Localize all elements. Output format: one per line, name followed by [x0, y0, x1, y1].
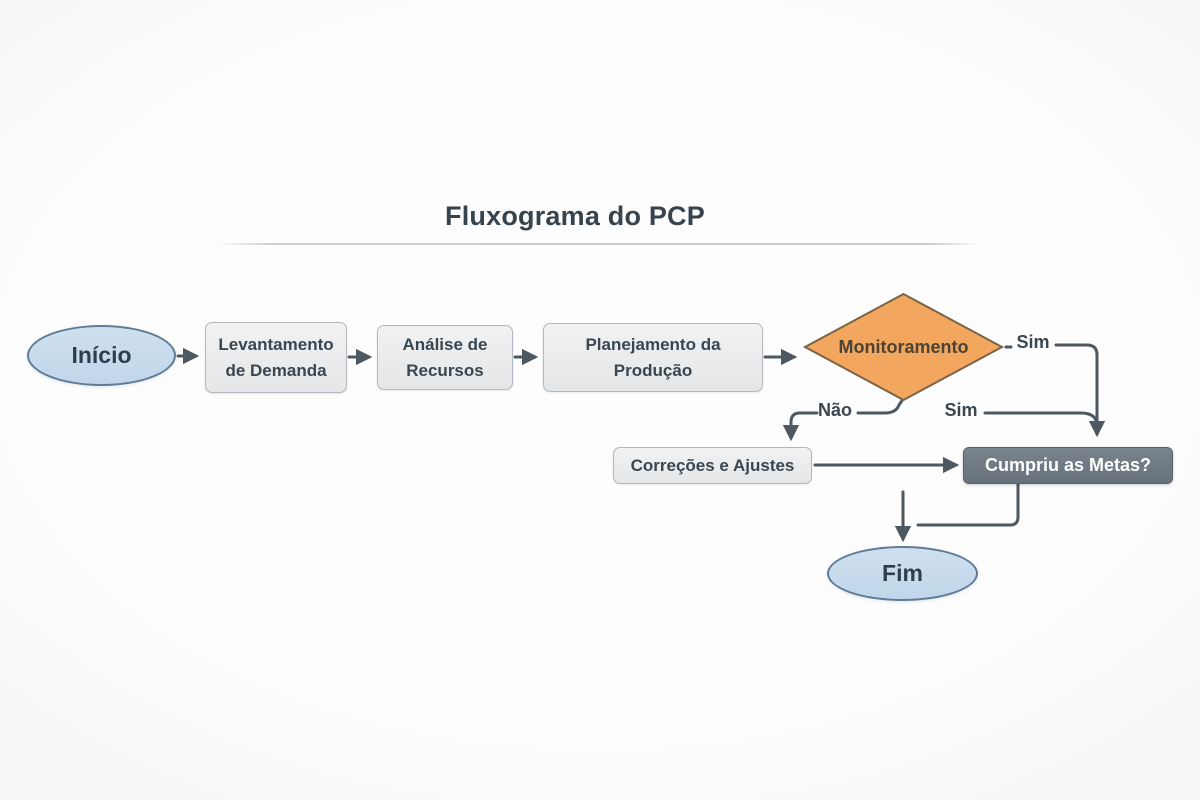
node-levantamento-demanda-label: Levantamento de Demanda: [218, 335, 334, 380]
node-cumpriu-metas: Cumpriu as Metas?: [963, 447, 1173, 484]
edge-label-nao: Não: [817, 400, 852, 420]
node-correcoes-ajustes: Correções e Ajustes: [613, 447, 812, 484]
node-analise-recursos-label: Análise de Recursos: [402, 335, 488, 380]
node-cumpriu-metas-label: Cumpriu as Metas?: [984, 455, 1152, 475]
node-analise-recursos: Análise de Recursos: [377, 325, 513, 390]
connector-sim-top-goals: [1054, 343, 1106, 438]
node-correcoes-ajustes-label: Correções e Ajustes: [630, 455, 795, 475]
edge-label-sim-top: Sim: [1016, 332, 1050, 352]
node-monitoramento-label: Monitoramento: [838, 336, 969, 357]
node-planejamento-producao-label: Planejamento da Produção: [585, 335, 721, 380]
node-inicio-label: Início: [71, 342, 132, 368]
node-levantamento-demanda: Levantamento de Demanda: [205, 322, 347, 393]
node-inicio: Início: [27, 325, 176, 386]
title-divider: [218, 243, 980, 245]
edge-label-sim-bottom: Sim: [944, 400, 978, 420]
connector-sim-bottom-merge: [983, 411, 1099, 428]
node-fim-label: Fim: [882, 560, 923, 586]
node-monitoramento: Monitoramento: [802, 292, 1005, 402]
connector-goals-return: [916, 482, 1020, 527]
node-planejamento-producao: Planejamento da Produção: [543, 323, 763, 392]
page-title: Fluxograma do PCP: [445, 201, 705, 231]
node-fim: Fim: [827, 546, 978, 601]
